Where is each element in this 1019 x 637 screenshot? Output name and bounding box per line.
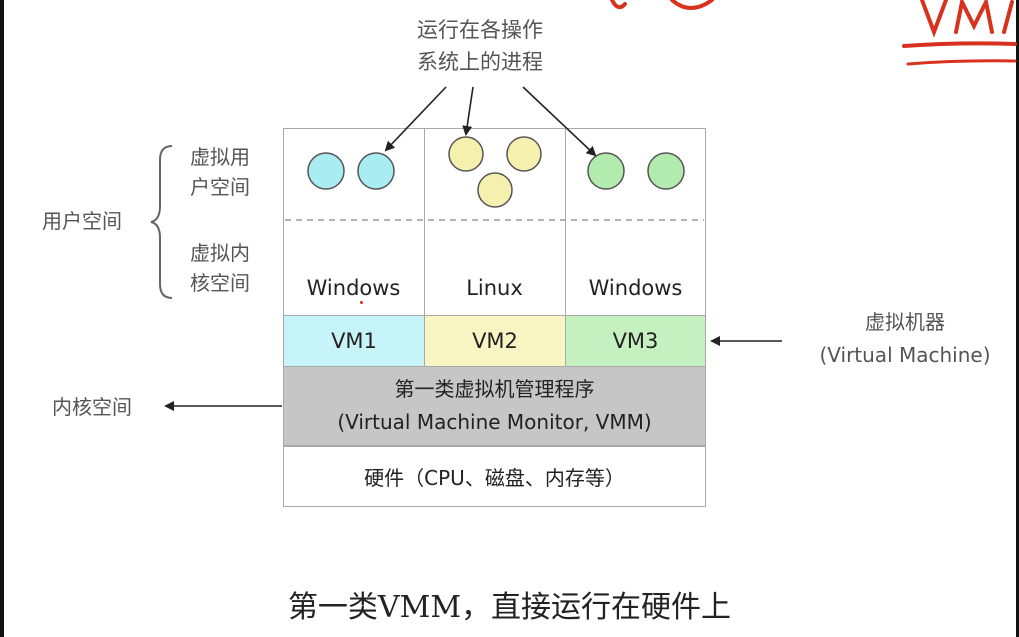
process-circle-vm2-a <box>448 136 484 172</box>
virtual-machine-label: 虚拟机器 (Virtual Machine) <box>790 306 1019 372</box>
arrow-to-vm2-process <box>462 86 474 136</box>
virtual-kernel-space-line1: 虚拟内 <box>190 241 250 265</box>
vm-label-vm2: VM2 <box>472 329 518 353</box>
red-annotation-letters <box>920 0 1014 38</box>
processes-label: 运行在各操作 系统上的进程 <box>380 14 580 78</box>
red-annotation-underline-2 <box>906 59 1017 66</box>
os-label-vm3: Windows <box>588 276 683 300</box>
hardware-label: 硬件（CPU、磁盘、内存等） <box>364 466 625 490</box>
process-circle-vm2-c <box>477 172 513 208</box>
os-label-vm1: Windows <box>306 276 401 300</box>
vm-label-vm1: VM1 <box>331 329 377 353</box>
user-space-label: 用户空间 <box>42 209 122 233</box>
process-circle-vm1-a <box>307 152 345 190</box>
processes-label-line1: 运行在各操作 <box>417 18 543 42</box>
user-kernel-dashed-divider <box>285 219 704 221</box>
arrow-to-vm3-process <box>522 86 597 157</box>
user-space-brace <box>150 145 173 299</box>
red-annotation-underline <box>902 41 1017 48</box>
vmm-band: 第一类虚拟机管理程序 (Virtual Machine Monitor, VMM… <box>283 366 706 446</box>
virtual-machine-label-en: (Virtual Machine) <box>819 343 991 367</box>
vm-label-vm3: VM3 <box>612 329 659 353</box>
virtual-user-space-line1: 虚拟用 <box>190 145 250 169</box>
frame-left-edge <box>0 0 4 637</box>
virtual-kernel-space-label: 虚拟内 核空间 <box>190 238 250 298</box>
red-annotation-marks <box>610 0 1017 66</box>
vmm-subtitle: (Virtual Machine Monitor, VMM) <box>337 410 652 434</box>
hardware-band: 硬件（CPU、磁盘、内存等） <box>283 446 706 507</box>
virtual-machine-label-cn: 虚拟机器 <box>865 310 945 334</box>
column-divider-2 <box>565 128 566 316</box>
slide-caption: 第一类VMM，直接运行在硬件上 <box>287 590 732 625</box>
arrow-to-vm1-process <box>384 86 447 152</box>
red-annotation-stroke-left <box>610 0 627 10</box>
vm-cell-vm2: VM2 <box>424 315 566 367</box>
process-circle-vm3-b <box>647 152 685 190</box>
vmm-title: 第一类虚拟机管理程序 <box>394 377 595 401</box>
vm-cell-vm3: VM3 <box>565 315 706 367</box>
red-dot-mark <box>360 301 363 304</box>
process-circle-vm1-b <box>357 152 395 190</box>
frame-right-edge <box>1016 0 1019 637</box>
process-circle-vm3-a <box>587 152 625 190</box>
os-label-vm2: Linux <box>466 276 523 300</box>
virtual-user-space-line2: 户空间 <box>190 175 250 199</box>
virtual-kernel-space-line2: 核空间 <box>190 271 250 295</box>
process-circle-vm2-b <box>506 136 542 172</box>
kernel-space-label: 内核空间 <box>52 395 132 419</box>
red-annotation-stroke-mid <box>670 0 714 10</box>
column-divider-1 <box>424 128 425 316</box>
process-circles <box>307 136 685 208</box>
virtual-user-space-label: 虚拟用 户空间 <box>190 142 250 202</box>
processes-label-line2: 系统上的进程 <box>417 50 543 74</box>
